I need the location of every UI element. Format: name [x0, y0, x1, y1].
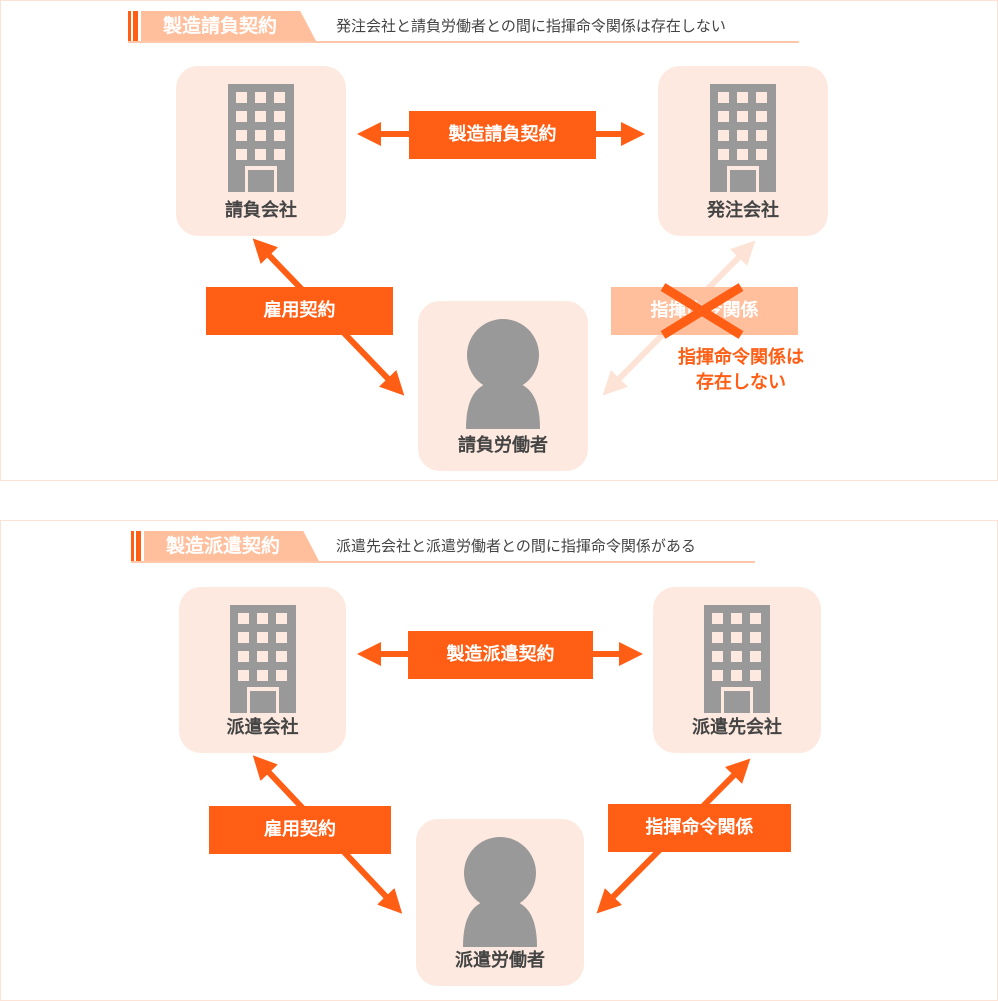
section-subtitle: 発注会社と請負労働者との間に指揮命令関係は存在しない [336, 17, 726, 35]
building-icon [710, 84, 776, 192]
header-accent-bar [128, 11, 131, 41]
header-accent-bar [136, 531, 141, 561]
header-underline [128, 41, 799, 43]
header-accent-bar [131, 531, 134, 561]
note-line: 指揮命令関係は [678, 347, 804, 368]
building-icon [229, 605, 296, 713]
building-icon [228, 84, 294, 192]
left-arrow-label: 雇用契約 [209, 806, 391, 854]
section-title: 製造請負契約 [141, 11, 316, 41]
person-icon [463, 837, 537, 947]
note-line: 存在しない [696, 372, 786, 393]
company-box-contractor: 請負会社 [176, 66, 346, 236]
company-box-dispatcher: 派遣会社 [179, 587, 346, 753]
header-accent-bar [133, 11, 138, 41]
center-arrow-label: 製造派遣契約 [408, 631, 593, 679]
worker-name: 請負労働者 [458, 435, 548, 456]
cross-mark-icon [660, 283, 744, 339]
section-title: 製造派遣契約 [144, 531, 319, 561]
company-name: 請負会社 [225, 200, 297, 221]
contract-panel-ukeoi: 製造請負契約 発注会社と請負労働者との間に指揮命令関係は存在しない 請負会社 発… [0, 0, 998, 481]
company-name: 派遣先会社 [692, 717, 782, 738]
company-box-client: 発注会社 [658, 66, 828, 236]
section-subtitle: 派遣先会社と派遣労働者との間に指揮命令関係がある [336, 537, 696, 555]
left-arrow-label: 雇用契約 [206, 287, 393, 335]
header-underline [131, 561, 755, 563]
right-arrow-label: 指揮命令関係 [608, 804, 791, 852]
worker-name: 派遣労働者 [455, 950, 545, 971]
center-arrow-label: 製造請負契約 [409, 111, 596, 159]
worker-box: 請負労働者 [418, 301, 588, 471]
company-box-client: 派遣先会社 [653, 587, 821, 753]
worker-box: 派遣労働者 [416, 819, 584, 986]
company-name: 派遣会社 [226, 717, 299, 738]
contract-panel-haken: 製造派遣契約 派遣先会社と派遣労働者との間に指揮命令関係がある 派遣会社 派遣先… [0, 520, 998, 1001]
no-command-note: 指揮命令関係は 存在しない [661, 345, 821, 395]
building-icon [704, 605, 770, 713]
company-name: 発注会社 [707, 200, 779, 221]
person-icon [466, 319, 540, 429]
